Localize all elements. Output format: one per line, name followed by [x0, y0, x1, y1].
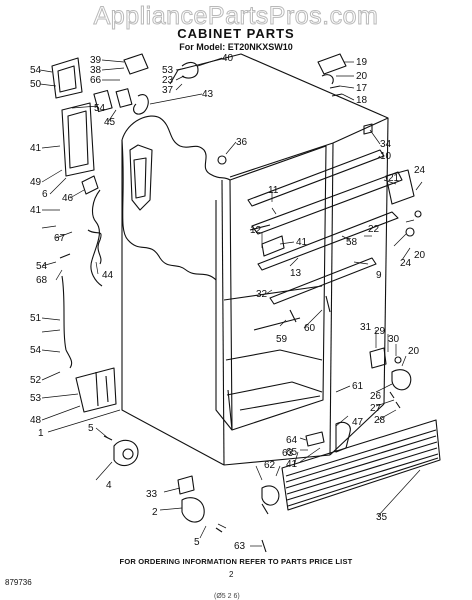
callout: 54 [30, 345, 42, 356]
callout: 58 [346, 237, 358, 248]
callout: 22 [368, 224, 380, 235]
callout: 34 [380, 139, 392, 150]
callout: 66 [90, 75, 102, 86]
callout: 23 [162, 75, 174, 86]
mullion-rail-parts [247, 149, 422, 323]
callout: 31 [360, 322, 372, 333]
callout: 59 [276, 334, 288, 345]
callout: 51 [30, 313, 42, 324]
callout: 29 [374, 326, 386, 337]
callout: 43 [202, 89, 214, 100]
toe-grille [281, 419, 441, 511]
callout: 33 [146, 489, 158, 500]
callout: 54 [30, 65, 42, 76]
callout: 67 [54, 233, 66, 244]
callout: 53 [30, 393, 42, 404]
callout: 28 [374, 415, 386, 426]
callout: 12 [250, 225, 262, 236]
callout: 46 [62, 193, 74, 204]
callout: 60 [304, 323, 316, 334]
callout: 41 [30, 205, 42, 216]
callout: 41 [286, 459, 298, 470]
callout: 19 [356, 57, 368, 68]
callout: 65 [286, 447, 298, 458]
page-title: CABINET PARTS [177, 26, 295, 41]
callout: 64 [286, 435, 298, 446]
callout: 68 [36, 275, 48, 286]
cabinet-shell [121, 53, 389, 466]
bottom-stub-text: (Ø5 2 6) [214, 593, 240, 600]
callout: 11 [268, 185, 279, 196]
callout: 24 [400, 258, 412, 269]
callout: 47 [352, 417, 364, 428]
callout: 35 [376, 512, 388, 523]
page-number: 2 [229, 570, 234, 579]
callout: 49 [30, 177, 42, 188]
callout: 41 [30, 143, 42, 154]
callout: 9 [376, 270, 382, 281]
top-hinge-parts [217, 53, 373, 165]
callout: 39 [90, 55, 102, 66]
callout: 44 [102, 270, 114, 281]
callout: 20 [414, 250, 426, 261]
callout: 52 [30, 375, 42, 386]
callout: 38 [90, 65, 102, 76]
callout: 4 [106, 480, 112, 491]
callout: 24 [414, 165, 426, 176]
callout: 41 [296, 237, 308, 248]
callout: 21 [388, 173, 400, 184]
callout: 63 [282, 448, 294, 459]
callout: 48 [30, 415, 42, 426]
callout: 20 [408, 346, 420, 357]
callout: 5 [194, 537, 200, 548]
callout: 30 [388, 334, 400, 345]
callout: 50 [30, 79, 42, 90]
leader-lines [39, 57, 423, 547]
watermark: AppliancePartsPros.com [93, 2, 379, 31]
callout: 40 [222, 53, 234, 64]
callout: 2 [152, 507, 158, 518]
figure-code: 879736 [5, 578, 32, 587]
callout: 6 [42, 189, 48, 200]
callout: 54 [94, 103, 106, 114]
callout: 18 [356, 95, 368, 106]
callout: 32 [256, 289, 268, 300]
callout: 61 [352, 381, 364, 392]
ordering-info-note: FOR ORDERING INFORMATION REFER TO PARTS … [119, 557, 353, 566]
control-housing-parts [51, 53, 199, 177]
callout: 36 [236, 137, 248, 148]
callout: 54 [36, 261, 48, 272]
callout: 53 [162, 65, 174, 76]
callout: 13 [290, 268, 302, 279]
callout-labels: 54 50 39 38 66 53 23 37 40 43 19 20 17 1… [30, 53, 426, 552]
callout: 20 [356, 71, 368, 82]
callout: 62 [264, 460, 276, 471]
callout: 17 [356, 83, 368, 94]
callout: 27 [370, 403, 382, 414]
callout: 37 [162, 85, 174, 96]
roller-parts [103, 435, 280, 553]
callout: 1 [38, 428, 44, 439]
callout: 63 [234, 541, 246, 552]
callout: 45 [104, 117, 116, 128]
model-subtitle: For Model: ET20NKXSW10 [179, 42, 293, 52]
callout: 10 [380, 151, 392, 162]
callout: 26 [370, 391, 382, 402]
callout: 5 [88, 423, 94, 434]
drain-harness-parts [59, 175, 117, 413]
